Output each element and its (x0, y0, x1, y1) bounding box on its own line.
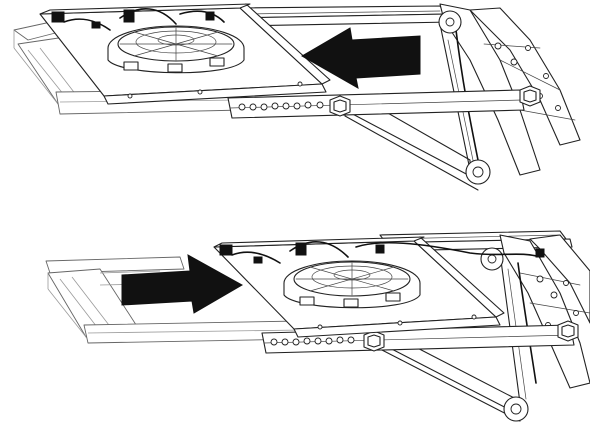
adjustment-holes (238, 101, 324, 111)
retracted-drawing (13, 3, 581, 191)
fan-icon (283, 260, 421, 309)
wire-harness (51, 8, 225, 31)
slide-bar (227, 89, 525, 119)
hex-bolt-icon (363, 330, 385, 352)
adjustment-holes (270, 336, 355, 346)
hex-bolt-icon (519, 85, 541, 107)
extended-drawing (45, 230, 590, 422)
rail-frame (45, 256, 305, 344)
panel-bottom-extended (0, 213, 590, 427)
wire-harness (219, 241, 545, 264)
direction-arrow-icon (301, 27, 421, 89)
direction-arrow-icon (121, 254, 244, 314)
hex-bolt-icon (329, 95, 351, 117)
support-structure (344, 3, 581, 191)
hex-bolt-icon (557, 320, 579, 342)
support-structure (379, 234, 590, 422)
panel-top-retracted (0, 0, 590, 200)
fan-icon (107, 25, 245, 74)
